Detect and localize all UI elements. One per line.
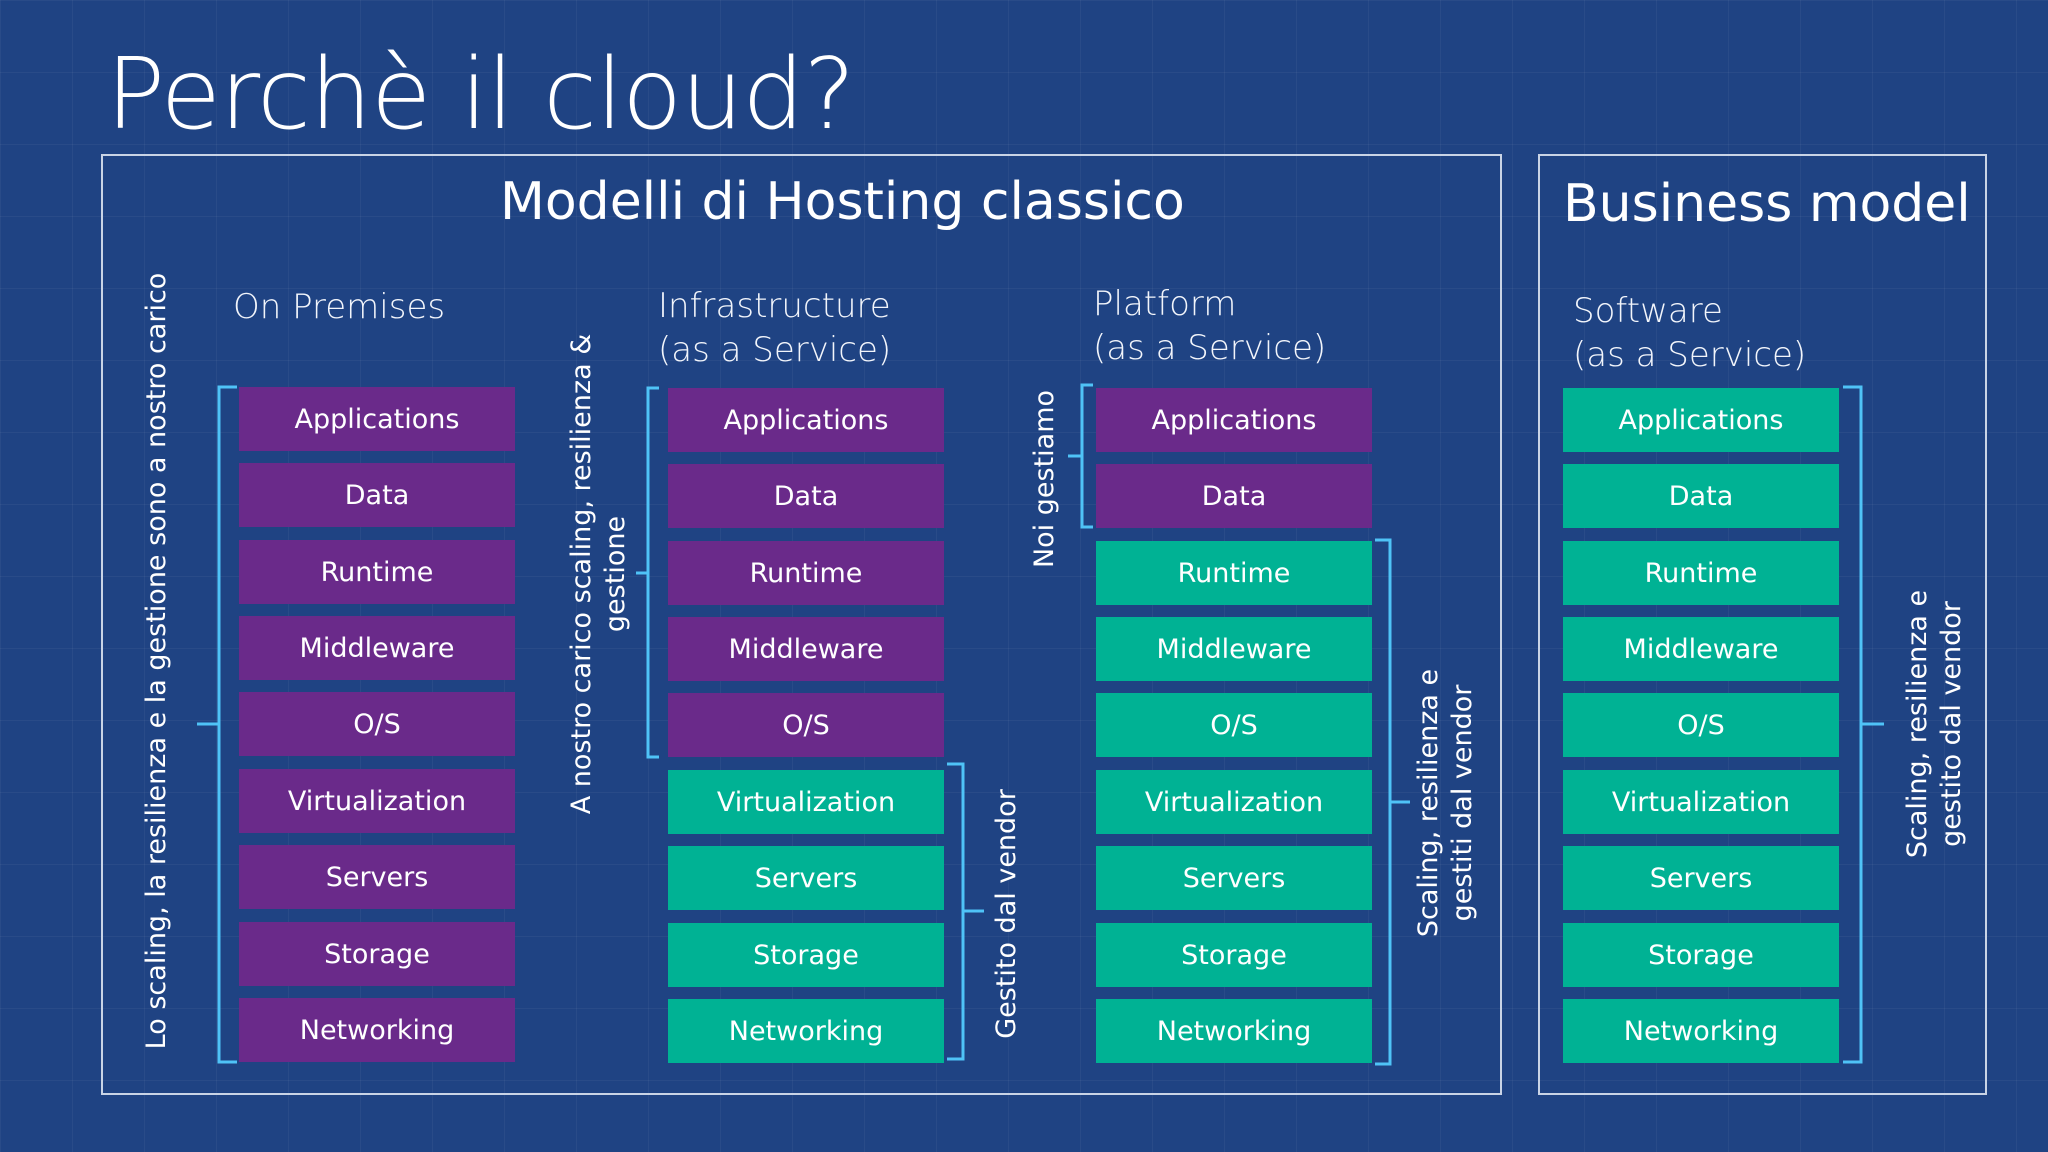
paas-right-label-line-2: gestiti dal vendor [1447, 684, 1478, 922]
saas-os: O/S [1563, 693, 1839, 757]
on-premises-applications: Applications [239, 387, 515, 451]
paas-title: Platform (as a Service) [1093, 282, 1326, 370]
iaas-runtime: Runtime [668, 541, 944, 605]
saas-right-label: Scaling, resilienza e gestito dal vendor [1901, 590, 1969, 858]
saas-right-label-line-1: Scaling, resilienza e [1902, 589, 1933, 859]
on-premises-networking: Networking [239, 998, 515, 1062]
paas-data: Data [1096, 464, 1372, 528]
saas-data: Data [1563, 464, 1839, 528]
on-premises-bracket-label-line: Lo scaling, la resilienza e la gestione … [141, 272, 172, 1050]
iaas-os: O/S [668, 693, 944, 757]
iaas-right-label: Gestito dal vendor [990, 789, 1024, 1039]
saas-storage: Storage [1563, 923, 1839, 987]
paas-storage: Storage [1096, 923, 1372, 987]
saas-virtualization: Virtualization [1563, 770, 1839, 834]
iaas-left-label-line-1: A nostro carico scaling, resilienza & [566, 333, 597, 815]
paas-middleware: Middleware [1096, 617, 1372, 681]
paas-right-label-line-1: Scaling, resilienza e [1413, 668, 1444, 938]
iaas-right-bracket [947, 762, 984, 1061]
on-premises-title: On Premises [233, 285, 445, 329]
paas-right-bracket [1375, 538, 1410, 1066]
paas-applications: Applications [1096, 388, 1372, 452]
on-premises-storage: Storage [239, 922, 515, 986]
saas-subtitle-line: (as a Service) [1573, 335, 1807, 375]
paas-servers: Servers [1096, 846, 1372, 910]
paas-left-label: Noi gestiamo [1028, 390, 1062, 568]
paas-left-bracket [1068, 383, 1093, 529]
iaas-data: Data [668, 464, 944, 528]
iaas-virtualization: Virtualization [668, 770, 944, 834]
saas-middleware: Middleware [1563, 617, 1839, 681]
saas-applications: Applications [1563, 388, 1839, 452]
hosting-title: Modelli di Hosting classico [500, 172, 1185, 232]
business-frame [1538, 154, 1987, 1095]
on-premises-virtualization: Virtualization [239, 769, 515, 833]
iaas-right-label-line: Gestito dal vendor [991, 789, 1022, 1039]
iaas-middleware: Middleware [668, 617, 944, 681]
paas-virtualization: Virtualization [1096, 770, 1372, 834]
on-premises-runtime: Runtime [239, 540, 515, 604]
iaas-subtitle-line: (as a Service) [658, 330, 892, 370]
on-premises-middleware: Middleware [239, 616, 515, 680]
iaas-applications: Applications [668, 388, 944, 452]
paas-right-label: Scaling, resilienza e gestiti dal vendor [1412, 669, 1480, 937]
iaas-networking: Networking [668, 999, 944, 1063]
on-premises-servers: Servers [239, 845, 515, 909]
saas-title: Software (as a Service) [1573, 289, 1806, 377]
on-premises-os: O/S [239, 692, 515, 756]
saas-networking: Networking [1563, 999, 1839, 1063]
on-premises-data: Data [239, 463, 515, 527]
paas-subtitle-line: (as a Service) [1093, 328, 1327, 368]
paas-networking: Networking [1096, 999, 1372, 1063]
saas-servers: Servers [1563, 846, 1839, 910]
saas-right-bracket [1843, 385, 1884, 1064]
paas-left-label-line: Noi gestiamo [1029, 389, 1060, 569]
iaas-left-label-line-2: gestione [600, 515, 631, 633]
iaas-title: Infrastructure (as a Service) [658, 284, 891, 372]
saas-title-line: Software [1573, 291, 1723, 331]
saas-runtime: Runtime [1563, 541, 1839, 605]
paas-runtime: Runtime [1096, 541, 1372, 605]
saas-right-label-line-2: gestito dal vendor [1936, 601, 1967, 847]
on-premises-bracket [197, 385, 237, 1064]
iaas-storage: Storage [668, 923, 944, 987]
iaas-servers: Servers [668, 846, 944, 910]
iaas-left-label: A nostro carico scaling, resilienza & ge… [565, 334, 633, 815]
iaas-left-bracket [636, 386, 659, 759]
hosting-frame [101, 154, 1502, 1095]
iaas-title-line: Infrastructure [658, 286, 891, 326]
on-premises-bracket-label: Lo scaling, la resilienza e la gestione … [140, 273, 174, 1050]
on-premises-title-line: On Premises [233, 287, 446, 327]
business-title: Business model [1563, 174, 1971, 234]
paas-title-line: Platform [1093, 284, 1237, 324]
slide-title: Perchè il cloud? [106, 38, 855, 152]
paas-os: O/S [1096, 693, 1372, 757]
